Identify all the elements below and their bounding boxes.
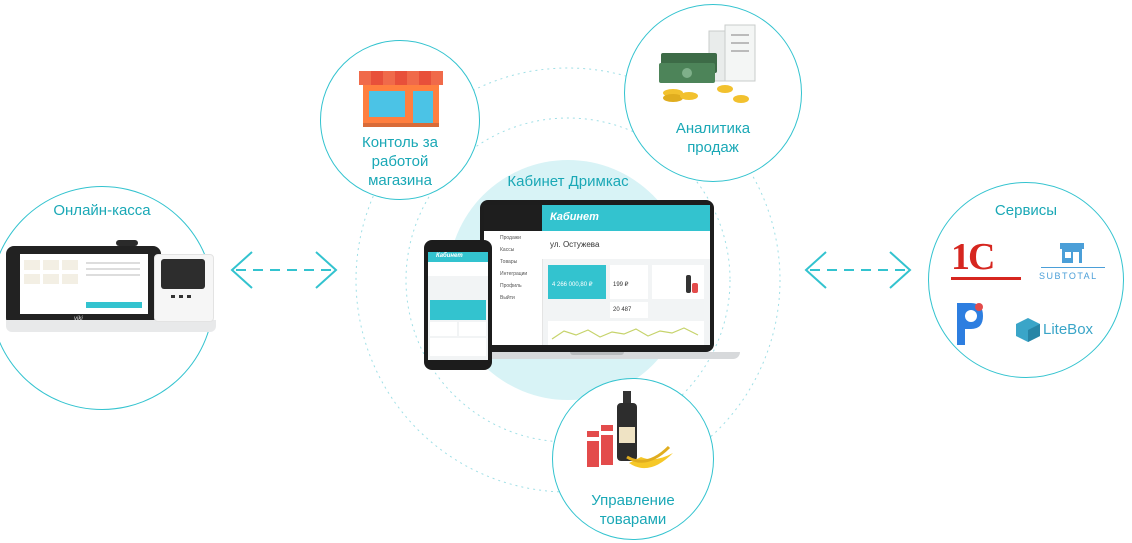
node-sales-analytics: Аналитика продаж (624, 4, 802, 182)
node-store-control: Контоль за работой магазина (320, 40, 480, 200)
checks-card: 20 487 (610, 302, 648, 318)
laptop-illustration: Продажи Кассы Товары Интеграции Профиль … (470, 196, 740, 371)
store-control-line1: Контоль за (361, 134, 439, 151)
analytics-line1: Аналитика (675, 120, 751, 137)
phone-header: Кабинет (428, 252, 488, 262)
laptop-store-name: ул. Остужева (550, 240, 600, 249)
one-c-logo: 1С (951, 236, 995, 278)
sidebar-item-registers: Кассы (500, 247, 515, 253)
bottle-mini-icon (686, 275, 691, 293)
outer-orbit (355, 67, 781, 493)
pos-product-tile (62, 260, 78, 270)
phone-subheader (428, 262, 488, 276)
pos-screen (20, 254, 148, 314)
money-and-receipts-icon (659, 24, 756, 103)
arrow-head-right (315, 251, 338, 289)
pos-screen-bezel: viki (6, 246, 161, 326)
pos-receipt-line (86, 262, 140, 264)
sidebar-item-logout: Выйти (500, 295, 515, 301)
phone-revenue-card (430, 300, 486, 320)
avg-check-value: 199 ₽ (613, 282, 629, 288)
subtotal-store-icon (1060, 243, 1084, 263)
litebox-cube-icon (1016, 318, 1040, 342)
phone-screen: Кабинет (428, 252, 488, 360)
printer-button (187, 295, 191, 298)
storefront-icon (359, 71, 443, 127)
laptop-screen: Продажи Кассы Товары Интеграции Профиль … (484, 205, 710, 345)
phone-brand: Кабинет (436, 253, 463, 259)
pos-product-tile (24, 274, 40, 284)
center-title: Кабинет Дримкас (507, 173, 629, 190)
sales-sparkline (551, 327, 699, 340)
pos-terminal-illustration: viki (6, 240, 216, 336)
pos-receipt-line (86, 274, 140, 276)
inner-orbit (405, 117, 731, 443)
node-services: Сервисы 1С SUBTOTAL LiteBox (928, 182, 1124, 378)
subtotal-logo-text: SUBTOTAL (1039, 271, 1098, 281)
arrow-head-left (804, 251, 827, 289)
pos-product-tile (24, 260, 40, 270)
arrow-head-left (230, 251, 253, 289)
analytics-line2: продаж (687, 139, 739, 156)
services-label: Сервисы (994, 202, 1058, 219)
avg-check-card: 199 ₽ (610, 265, 648, 299)
laptop-base (470, 352, 740, 359)
laptop-subheader: ул. Остужева (542, 231, 710, 259)
laptop-sidebar: Продажи Кассы Товары Интеграции Профиль … (484, 205, 543, 345)
arrow-head-right (889, 251, 912, 289)
laptop-brand: Кабинет (550, 211, 599, 223)
litebox-logo-text: LiteBox (1043, 321, 1094, 338)
pos-printer (154, 254, 214, 322)
sidebar-item-integrations: Интеграции (500, 271, 528, 277)
sales-chart-panel (548, 321, 704, 345)
store-control-label: Контоль за работой магазина (321, 133, 479, 190)
pos-brand: viki (74, 316, 83, 322)
pos-product-tile (43, 260, 59, 270)
phone-promo-card (430, 338, 486, 356)
pos-product-tile (43, 274, 59, 284)
phone-illustration: Кабинет (424, 240, 492, 370)
analytics-label: Аналитика продаж (625, 119, 801, 157)
one-c-underline (951, 277, 1021, 280)
goods-line2: товарами (599, 511, 667, 528)
left-bidirectional-arrow (230, 251, 338, 289)
sock-mini-icon (692, 283, 698, 293)
sidebar-item-goods: Товары (500, 259, 518, 265)
p-service-logo (957, 303, 983, 345)
sidebar-item-sales: Продажи (500, 235, 521, 241)
pos-pay-button (86, 302, 142, 308)
laptop-notch (570, 352, 624, 355)
printer-button (171, 295, 175, 298)
goods-icon (587, 391, 673, 469)
pos-handle (116, 240, 138, 246)
goods-label: Управление товарами (553, 491, 713, 529)
goods-line1: Управление (591, 492, 675, 509)
revenue-value: 4 266 000,80 ₽ (552, 282, 593, 288)
pos-receipt-line (86, 268, 140, 270)
pos-product-tile (62, 274, 78, 284)
pos-base (6, 320, 216, 332)
checks-value: 20 487 (613, 307, 632, 313)
printer-button (179, 295, 183, 298)
sidebar-header (484, 205, 542, 231)
revenue-card: 4 266 000,80 ₽ (548, 265, 606, 299)
subtotal-rule (1041, 267, 1105, 268)
node-goods-management: Управление товарами (552, 378, 714, 540)
phone-checks-card (459, 322, 486, 336)
printer-slot (161, 259, 205, 289)
online-register-label: Онлайн-касса (53, 202, 151, 219)
laptop-header: Кабинет (542, 205, 710, 231)
store-control-line2: работой (371, 153, 429, 170)
phone-avg-card (430, 322, 457, 336)
right-bidirectional-arrow (804, 251, 912, 289)
store-control-line3: магазина (368, 172, 432, 189)
sidebar-item-profile: Профиль (500, 283, 522, 289)
promo-card (652, 265, 704, 299)
